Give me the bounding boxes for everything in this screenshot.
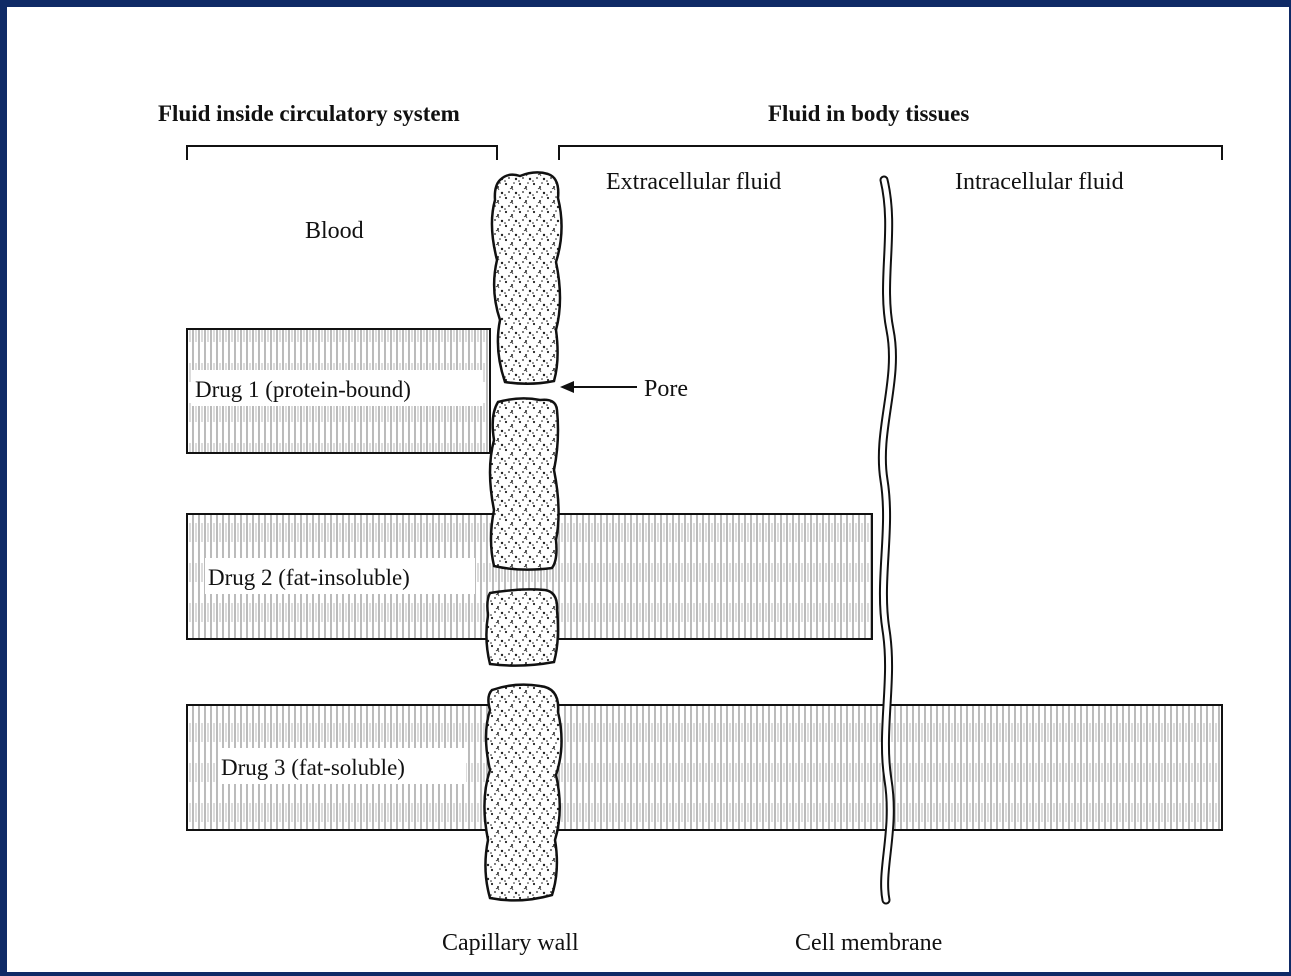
capillary-wall xyxy=(484,172,561,900)
blood-label: Blood xyxy=(305,218,364,244)
pore-arrow xyxy=(560,381,637,393)
extracellular-label: Extracellular fluid xyxy=(606,169,781,195)
tissues-header: Fluid in body tissues xyxy=(768,101,969,126)
drug-2-label: Drug 2 (fat-insoluble) xyxy=(208,565,410,590)
capillary-wall-label: Capillary wall xyxy=(442,930,579,956)
tissues-bracket xyxy=(559,146,1222,160)
pore-label: Pore xyxy=(644,376,688,402)
drug-1-label: Drug 1 (protein-bound) xyxy=(195,377,411,402)
intracellular-label: Intracellular fluid xyxy=(955,169,1124,195)
cell-membrane-label: Cell membrane xyxy=(795,930,942,956)
drug-3-label: Drug 3 (fat-soluble) xyxy=(221,755,405,780)
circulatory-bracket xyxy=(187,146,497,160)
circulatory-header: Fluid inside circulatory system xyxy=(158,101,460,126)
